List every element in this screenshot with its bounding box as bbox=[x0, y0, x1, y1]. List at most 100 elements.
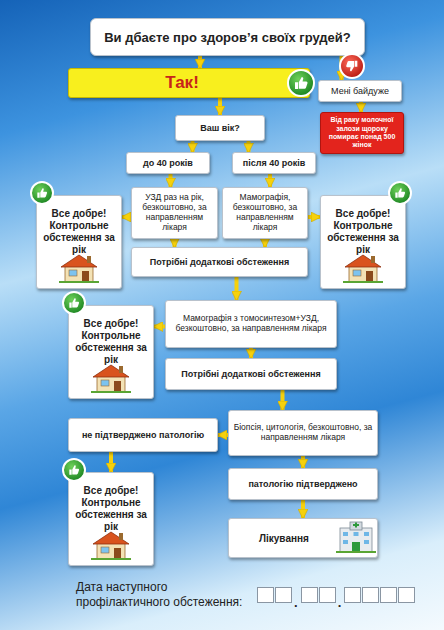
flow-arrow bbox=[218, 98, 222, 115]
icon-part bbox=[343, 540, 348, 544]
date-digit-box bbox=[398, 587, 415, 603]
icon-part bbox=[389, 182, 411, 204]
icon-part bbox=[355, 523, 357, 528]
question-box: Ваш вік? bbox=[175, 115, 265, 141]
option-box: після 40 років bbox=[232, 152, 316, 174]
house-icon bbox=[91, 365, 131, 393]
flow-arrow bbox=[359, 102, 363, 112]
result-box: патологію підтверджено bbox=[228, 468, 378, 500]
hospital-icon bbox=[336, 522, 376, 553]
process-box: Мамографія з томосинтезом+УЗД, безкоштов… bbox=[165, 300, 337, 348]
flow-arrow bbox=[169, 174, 173, 187]
node-text: Потрібні додаткові обстеження bbox=[181, 369, 320, 379]
node-text: Біопсія, цитологія, безкоштовно, за напр… bbox=[233, 423, 373, 443]
flow-arrow bbox=[301, 456, 305, 468]
icon-part bbox=[336, 551, 376, 553]
flow-arrow bbox=[173, 239, 177, 247]
date-digit-box bbox=[344, 587, 361, 603]
answer-box: Так! bbox=[68, 68, 310, 98]
flow-arrow bbox=[235, 277, 239, 300]
node-text: Від раку молочної залози щороку помирає … bbox=[325, 116, 399, 150]
flow-arrow bbox=[191, 141, 195, 152]
thumbs-up-icon bbox=[63, 292, 85, 314]
flow-arrow bbox=[198, 56, 202, 68]
icon-part bbox=[340, 528, 372, 552]
flow-arrow bbox=[122, 215, 131, 219]
node-text: Все добре! Контрольне обстеження за рік bbox=[73, 485, 149, 533]
warning-box: Від раку молочної залози щороку помирає … bbox=[320, 112, 404, 154]
icon-part bbox=[395, 188, 405, 197]
node-text: Лікування bbox=[259, 533, 309, 544]
flow-arrow bbox=[263, 239, 267, 247]
icon-part bbox=[354, 532, 359, 536]
house-icon bbox=[91, 532, 131, 560]
date-digit-box bbox=[380, 587, 397, 603]
icon-part bbox=[364, 532, 369, 536]
node-text: Все добре! Контрольне обстеження за рік bbox=[325, 208, 401, 256]
flow-arrow bbox=[154, 325, 165, 329]
icon-part bbox=[37, 188, 47, 197]
answer-box: Мені байдуже bbox=[318, 80, 402, 102]
flow-arrow bbox=[218, 433, 228, 437]
date-separator: . bbox=[338, 595, 342, 610]
node-text: Мені байдуже bbox=[331, 86, 389, 96]
flow-arrow bbox=[268, 174, 272, 187]
flow-arrow bbox=[247, 141, 251, 152]
thumbs-down-icon bbox=[340, 54, 364, 78]
icon-part bbox=[288, 70, 314, 96]
node-text: Ваш вік? bbox=[200, 123, 240, 133]
question-box: Ви дбаєте про здоров’я своїх грудей? bbox=[90, 18, 365, 56]
icon-part bbox=[69, 298, 79, 307]
flow-arrow bbox=[109, 452, 113, 472]
date-label: Дата наступного профілактичного обстежен… bbox=[76, 580, 256, 610]
date-digit-box bbox=[362, 587, 379, 603]
icon-part bbox=[352, 542, 360, 552]
thumbs-up-icon bbox=[389, 182, 411, 204]
icon-part bbox=[364, 540, 369, 544]
result-box: не підтверджено патологію bbox=[68, 418, 218, 452]
node-text: УЗД раз на рік, безкоштовно, за направле… bbox=[136, 193, 213, 232]
node-text: Потрібні додаткові обстеження bbox=[150, 257, 289, 267]
thumbs-up-icon bbox=[31, 182, 53, 204]
thumbs-up-icon bbox=[288, 70, 314, 96]
date-digit-box bbox=[319, 587, 336, 603]
icon-part bbox=[346, 61, 357, 72]
process-box: Біопсія, цитологія, безкоштовно, за напр… bbox=[228, 410, 378, 456]
node-text: Так! bbox=[165, 73, 199, 93]
date-digit-box bbox=[301, 587, 318, 603]
icon-part bbox=[63, 459, 85, 481]
process-box: Потрібні додаткові обстеження bbox=[165, 358, 337, 390]
node-text: Мамографія з томосинтезом+УЗД, безкоштов… bbox=[170, 314, 332, 334]
date-digit-box bbox=[275, 587, 292, 603]
icon-part bbox=[343, 532, 348, 536]
flow-arrow bbox=[281, 390, 285, 410]
date-digit-box bbox=[257, 587, 274, 603]
node-text: до 40 років bbox=[143, 158, 193, 168]
icon-part bbox=[295, 77, 308, 89]
thumbs-up-icon bbox=[63, 459, 85, 481]
process-box: УЗД раз на рік, безкоштовно, за направле… bbox=[131, 187, 218, 239]
flow-arrow bbox=[249, 348, 253, 358]
node-text: Мамографія, безкоштовно, за направленням… bbox=[227, 193, 303, 232]
icon-part bbox=[340, 54, 364, 78]
icon-part bbox=[63, 292, 85, 314]
node-text: патологію підтверджено bbox=[248, 479, 357, 489]
flow-arrow bbox=[301, 500, 305, 518]
node-text: Все добре! Контрольне обстеження за рік bbox=[73, 318, 149, 366]
option-box: до 40 років bbox=[126, 152, 210, 174]
icon-part bbox=[69, 465, 79, 474]
node-text: Ви дбаєте про здоров’я своїх грудей? bbox=[104, 30, 351, 45]
date-row: Дата наступного профілактичного обстежен… bbox=[76, 580, 415, 610]
icon-part bbox=[350, 522, 362, 530]
date-separator: . bbox=[294, 595, 298, 610]
flow-arrow bbox=[308, 215, 320, 219]
node-text: Все добре! Контрольне обстеження за рік bbox=[41, 208, 117, 256]
process-box: Мамографія, безкоштовно, за направленням… bbox=[222, 187, 308, 239]
icon-part bbox=[31, 182, 53, 204]
house-icon bbox=[343, 255, 383, 283]
house-icon bbox=[59, 255, 99, 283]
node-text: після 40 років bbox=[243, 158, 305, 168]
process-box: Потрібні додаткові обстеження bbox=[131, 247, 308, 277]
node-text: не підтверджено патологію bbox=[82, 430, 204, 440]
